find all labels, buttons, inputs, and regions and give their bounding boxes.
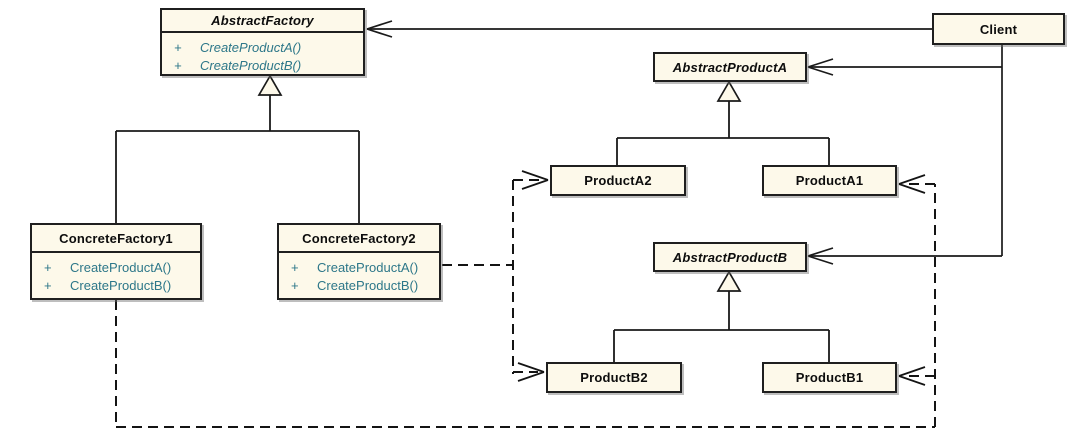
method-createproductb: + CreateProductB() — [174, 58, 302, 73]
class-title: ProductB1 — [795, 370, 864, 385]
class-concretefactory1[interactable]: ConcreteFactory1 + CreateProductA() + Cr… — [30, 223, 202, 300]
open-arrowhead-icon — [521, 170, 549, 190]
class-abstractproductb[interactable]: AbstractProductB — [653, 242, 807, 272]
method-createproducta: + CreateProductA() — [291, 260, 419, 275]
class-client[interactable]: Client — [932, 13, 1065, 45]
class-title: ProductA1 — [795, 173, 864, 188]
class-title: ProductB2 — [580, 370, 648, 385]
class-title: AbstractProductA — [672, 59, 788, 75]
class-abstractfactory[interactable]: AbstractFactory + CreateProductA() + Cre… — [160, 8, 365, 76]
hollow-triangle-icon — [716, 270, 742, 292]
class-producta1[interactable]: ProductA1 — [762, 165, 897, 196]
method-createproducta: + CreateProductA() — [174, 40, 302, 55]
class-title: AbstractProductB — [672, 249, 788, 265]
class-title: ConcreteFactory1 — [32, 225, 200, 253]
method-list: + CreateProductA() + CreateProductB() — [32, 253, 200, 299]
class-title: ProductA2 — [584, 173, 652, 188]
open-arrowhead-icon — [517, 362, 545, 382]
class-concretefactory2[interactable]: ConcreteFactory2 + CreateProductA() + Cr… — [277, 223, 441, 300]
class-productb2[interactable]: ProductB2 — [546, 362, 682, 393]
class-title: ConcreteFactory2 — [279, 225, 439, 253]
method-list: + CreateProductA() + CreateProductB() — [162, 33, 363, 79]
hollow-triangle-icon — [257, 74, 283, 96]
class-producta2[interactable]: ProductA2 — [550, 165, 686, 196]
class-title: Client — [979, 21, 1018, 37]
class-productb1[interactable]: ProductB1 — [762, 362, 897, 393]
open-arrowhead-icon — [366, 20, 393, 38]
class-title: AbstractFactory — [162, 10, 363, 33]
open-arrowhead-icon — [898, 366, 926, 386]
method-createproductb: + CreateProductB() — [44, 278, 172, 293]
method-createproducta: + CreateProductA() — [44, 260, 172, 275]
open-arrowhead-icon — [898, 174, 926, 194]
hollow-triangle-icon — [716, 80, 742, 102]
open-arrowhead-icon — [807, 58, 834, 76]
method-createproductb: + CreateProductB() — [291, 278, 419, 293]
method-list: + CreateProductA() + CreateProductB() — [279, 253, 439, 299]
class-abstractproducta[interactable]: AbstractProductA — [653, 52, 807, 82]
open-arrowhead-icon — [807, 247, 834, 265]
